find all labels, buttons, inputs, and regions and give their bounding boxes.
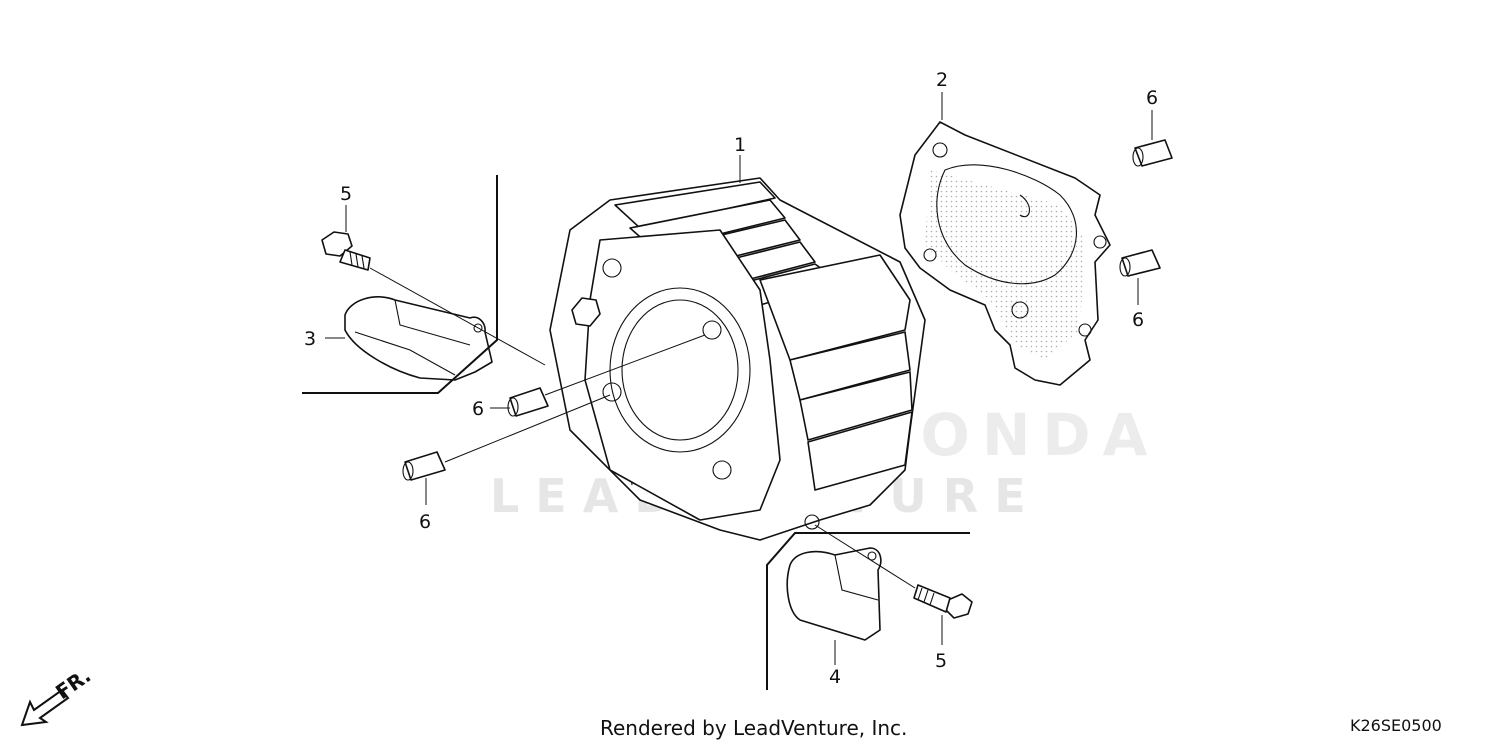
guard-left[interactable]	[344, 296, 493, 381]
frame-right	[766, 532, 970, 690]
bolt-left[interactable]	[321, 231, 371, 271]
callout-pin-top-lower: 6	[1132, 309, 1144, 331]
dowel-pin-top-upper[interactable]	[1132, 139, 1173, 167]
leader-lines	[325, 92, 1153, 665]
callout-gasket: 2	[936, 69, 948, 91]
render-credit: Rendered by LeadVenture, Inc.	[600, 716, 908, 740]
callout-cylinder: 1	[734, 134, 746, 156]
callout-guard-left: 3	[304, 328, 316, 350]
guard-right[interactable]	[786, 547, 882, 641]
cylinder[interactable]	[549, 177, 926, 541]
callout-guard-right: 4	[829, 666, 841, 688]
dowel-pin-mid[interactable]	[507, 387, 549, 417]
frame-left	[302, 175, 498, 394]
front-arrow-icon	[20, 688, 70, 727]
callout-bolt-left: 5	[340, 183, 352, 205]
callout-bolt-right: 5	[935, 650, 947, 672]
callout-pin-low: 6	[419, 511, 431, 533]
callout-pin-mid: 6	[472, 398, 484, 420]
diagram-code: K26SE0500	[1350, 716, 1442, 735]
cylinder-gasket[interactable]	[899, 121, 1111, 386]
dowel-pin-low[interactable]	[402, 451, 446, 481]
dowel-pin-top-lower[interactable]	[1119, 249, 1161, 277]
bolt-right[interactable]	[913, 584, 973, 619]
callouts: 1 2 3 4 5 5 6 6 6 6	[304, 69, 1158, 688]
front-direction-indicator: FR.	[20, 663, 95, 727]
callout-pin-top-upper: 6	[1146, 87, 1158, 109]
